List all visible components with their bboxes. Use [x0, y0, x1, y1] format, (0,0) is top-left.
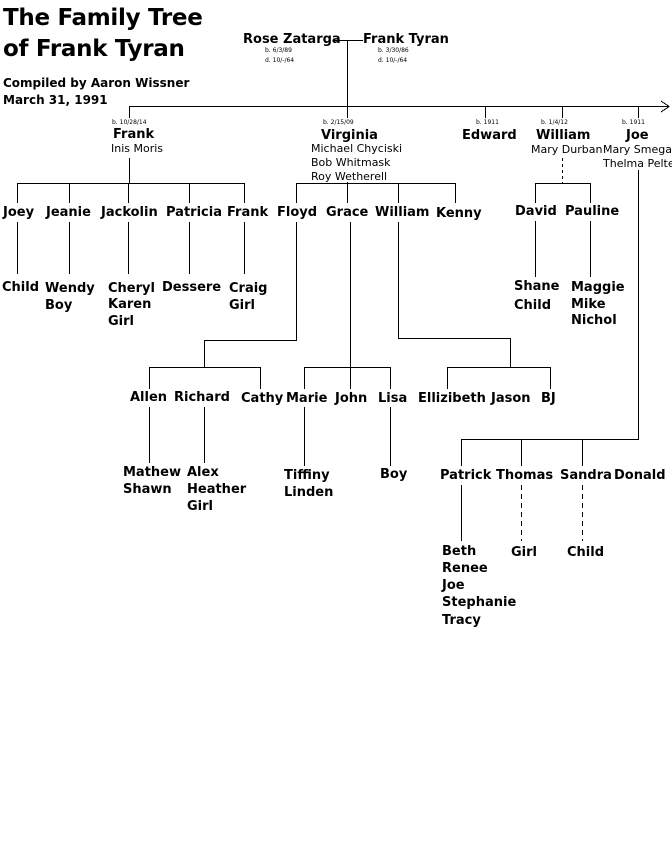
jackolin-child-cheryl: Cheryl — [108, 281, 155, 296]
richard-child-heather: Heather — [187, 482, 247, 497]
frank-spouse: Inis Moris — [111, 142, 164, 155]
rose-birth-date: b. 6/3/89 — [265, 47, 292, 54]
frank-jr-name: Frank — [227, 205, 269, 220]
allen-name: Allen — [130, 390, 168, 405]
lisa-name: Lisa — [378, 391, 408, 406]
frank-tyran-name: Frank Tyran — [363, 32, 449, 47]
jackolin-name: Jackolin — [101, 205, 158, 220]
joe-name: Joe — [626, 128, 649, 143]
pauline-child-maggie: Maggie — [571, 280, 625, 295]
floyd-name: Floyd — [277, 205, 318, 220]
virginia-spouse-3: Roy Wetherell — [311, 170, 388, 183]
marie-child-linden: Linden — [284, 485, 334, 500]
virginia-name: Virginia — [321, 128, 378, 143]
patrick-child-tracy: Tracy — [442, 613, 481, 628]
compiled-date: March 31, 1991 — [3, 93, 108, 107]
joey-child: Child — [2, 280, 40, 295]
rose-death-date: d. 10/-/64 — [265, 57, 295, 64]
kenny-name: Kenny — [436, 206, 482, 221]
arrow-icon — [660, 100, 670, 113]
frank-birth-date: b. 10/28/14 — [112, 119, 147, 126]
william-spouse: Mary Durban — [531, 143, 603, 156]
william-v-name: William — [375, 205, 430, 220]
sandra-child-child: Child — [567, 545, 605, 560]
allen-child-mathew: Mathew — [123, 465, 182, 480]
joe-spouse-2: Thelma Pelter — [603, 157, 672, 170]
jason-name: Jason — [491, 391, 531, 406]
patricia-child-dessere: Dessere — [162, 280, 222, 295]
frank-tyran-birth-date: b. 3/30/86 — [378, 47, 409, 54]
frank-tyran-death-date: d. 10/-/64 — [378, 57, 408, 64]
frank-name: Frank — [113, 127, 155, 142]
edward-name: Edward — [462, 128, 517, 143]
pauline-name: Pauline — [565, 204, 620, 219]
lisa-child-boy: Boy — [380, 467, 408, 482]
patricia-name: Patricia — [166, 205, 222, 220]
joey-name: Joey — [3, 205, 35, 220]
patrick-child-joe: Joe — [442, 578, 465, 593]
sandra-name: Sandra — [560, 468, 612, 483]
marie-child-tiffiny: Tiffiny — [284, 468, 330, 483]
william-birth-date: b. 1/4/12 — [541, 119, 568, 126]
david-child-child: Child — [514, 298, 552, 313]
jackolin-child-girl: Girl — [108, 314, 134, 329]
david-name: David — [515, 204, 557, 219]
jeanie-name: Jeanie — [46, 205, 91, 220]
marie-name: Marie — [286, 391, 328, 406]
joe-birth-date: b. 1911 — [622, 119, 645, 126]
jeanie-child-wendy: Wendy — [45, 281, 95, 296]
jackolin-child-karen: Karen — [108, 297, 152, 312]
title-line-2: of Frank Tyran — [3, 36, 185, 62]
frank-jr-child-girl: Girl — [229, 298, 255, 313]
patrick-name: Patrick — [440, 468, 492, 483]
compiled-by: Compiled by Aaron Wissner — [3, 76, 190, 90]
patrick-child-stephanie: Stephanie — [442, 595, 517, 610]
david-child-shane: Shane — [514, 279, 560, 294]
allen-child-shawn: Shawn — [123, 482, 172, 497]
richard-child-alex: Alex — [187, 465, 219, 480]
patrick-child-beth: Beth — [442, 544, 477, 559]
virginia-spouse-2: Bob Whitmask — [311, 156, 391, 169]
joe-spouse-1: Mary Smegakl — [603, 143, 672, 156]
frank-jr-child-craig: Craig — [229, 281, 268, 296]
ellizibeth-name: Ellizibeth — [418, 391, 486, 406]
pauline-child-nichol: Nichol — [571, 313, 617, 328]
thomas-child-girl: Girl — [511, 545, 537, 560]
richard-name: Richard — [174, 390, 230, 405]
grace-name: Grace — [326, 205, 369, 220]
cathy-name: Cathy — [241, 391, 284, 406]
pauline-child-mike: Mike — [571, 297, 606, 312]
rose-zatarga-name: Rose Zatarga — [243, 32, 341, 47]
title-line-1: The Family Tree — [3, 5, 203, 31]
bj-name: BJ — [541, 391, 556, 406]
virginia-birth-date: b. 2/15/09 — [323, 119, 354, 126]
donald-name: Donald — [614, 468, 666, 483]
jeanie-child-boy: Boy — [45, 298, 73, 313]
thomas-name: Thomas — [496, 468, 554, 483]
william-name: William — [536, 128, 591, 143]
edward-birth-date: b. 1911 — [476, 119, 499, 126]
virginia-spouse-1: Michael Chyciski — [311, 142, 403, 155]
john-name: John — [335, 391, 368, 406]
richard-child-girl: Girl — [187, 499, 213, 514]
patrick-child-renee: Renee — [442, 561, 488, 576]
